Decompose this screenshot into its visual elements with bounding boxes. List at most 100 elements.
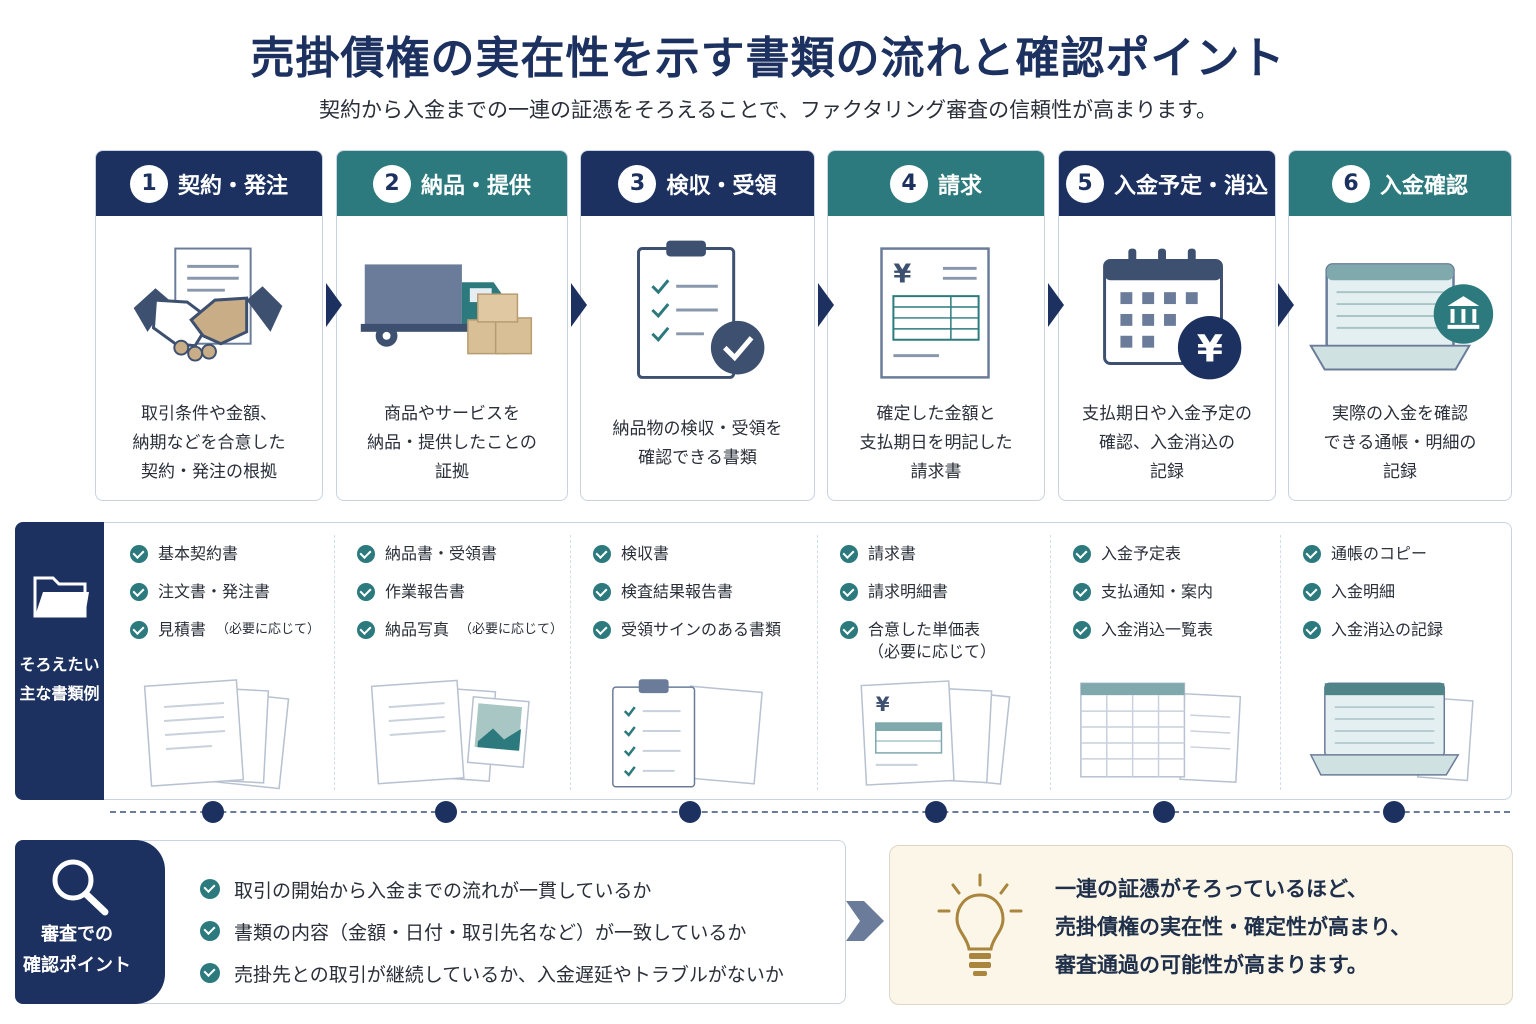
flow-arrow [1048, 283, 1064, 327]
step-label: 入金予定・消込 [1113, 173, 1268, 199]
step-card-billing: 4 請求 ¥ 確定した金額と 支払期日を明記した 請求書 [827, 150, 1045, 501]
passbook-bank-icon [1309, 263, 1494, 371]
step-description: 納品物の検収・受領を 確認できる書類 [612, 418, 783, 468]
check-icon [840, 621, 858, 639]
check-icon [357, 545, 375, 563]
list-item: 支払通知・案内 [1073, 581, 1213, 619]
step-number: 1 [129, 164, 168, 203]
document-list: 納品書・受領書 作業報告書 納品写真（必要に応じて） [357, 543, 563, 657]
check-icon [200, 921, 220, 941]
callout-text: 一連の証憑がそろっているほど、 売掛債権の実在性・確定性が高まり、 審査通過の可… [1055, 877, 1412, 977]
list-item: 基本契約書 [130, 543, 320, 581]
list-item: 検査結果報告書 [593, 581, 781, 619]
invoice-yen-icon: ¥ [880, 247, 990, 379]
timeline-dot [435, 801, 457, 823]
check-icon [200, 963, 220, 983]
timeline-dot [1383, 801, 1405, 823]
document-list: 通帳のコピー 入金明細 入金消込の記録 [1303, 543, 1443, 657]
handshake-contract-icon [133, 247, 283, 362]
clipboard-check-icon [637, 240, 765, 379]
list-item: 取引の開始から入金までの流れが一貫しているか [200, 868, 784, 910]
list-item: 通帳のコピー [1303, 543, 1443, 581]
passbook-icon [1309, 682, 1474, 782]
list-item: 納品書・受領書 [357, 543, 563, 581]
check-icon [357, 583, 375, 601]
folder-icon [33, 576, 89, 618]
list-item: 入金消込の記録 [1303, 619, 1443, 657]
check-icon [593, 545, 611, 563]
step-label: 入金確認 [1379, 173, 1468, 199]
check-icon [1303, 621, 1321, 639]
timeline-dot [679, 801, 701, 823]
step-number: 6 [1331, 164, 1370, 203]
documents-column-payment-confirmation: 通帳のコピー 入金明細 入金消込の記録 [1280, 535, 1512, 790]
step-header: 6 入金確認 [1289, 151, 1511, 216]
check-icon [593, 621, 611, 639]
invoice-document-icon: ¥ [860, 680, 1011, 786]
step-header: 1 契約・発注 [96, 151, 322, 216]
step-card-inspection: 3 検収・受領 納品物の検収・受領を 確認できる書類 [580, 150, 815, 501]
step-number: 4 [889, 164, 928, 203]
schedule-table-icon [1080, 682, 1242, 783]
step-card-payment-schedule: 5 入金予定・消込 ¥ 支払期日や入金予定の 確認、入金消込の 記録 [1058, 150, 1276, 501]
svg-text:¥: ¥ [893, 259, 911, 289]
list-item: 入金消込一覧表 [1073, 619, 1213, 657]
document-list: 入金予定表 支払通知・案内 入金消込一覧表 [1073, 543, 1213, 657]
list-item: 合意した単価表 （必要に応じて） [840, 619, 996, 669]
timeline-line [110, 811, 1510, 813]
documents-label-block: そろえたい 主な書類例 [15, 522, 104, 800]
step-description: 取引条件や金額、 納期などを合意した 契約・発注の根拠 [132, 404, 286, 482]
list-item: 請求書 [840, 543, 996, 581]
document-photo-icon [370, 679, 530, 785]
step-description: 支払期日や入金予定の 確認、入金消込の 記録 [1082, 404, 1252, 482]
page-subtitle: 契約から入金までの一連の証憑をそろえることで、ファクタリング審査の信頼性が高まり… [319, 98, 1217, 122]
timeline-dot [1153, 801, 1175, 823]
check-icon [130, 621, 148, 639]
step-card-delivery: 2 納品・提供 商品やサービスを 納品・提供したことの 証拠 [336, 150, 568, 501]
delivery-truck-icon [360, 264, 533, 355]
step-number: 2 [372, 164, 411, 203]
arrow-right-icon [846, 901, 884, 941]
list-item: 売掛先との取引が継続しているか、入金遅延やトラブルがないか [200, 952, 784, 994]
documents-column-delivery: 納品書・受領書 作業報告書 納品写真（必要に応じて） [334, 535, 570, 790]
magnifier-icon [52, 859, 109, 916]
flow-arrow [326, 283, 342, 327]
documents-column-billing: 請求書 請求明細書 合意した単価表 （必要に応じて） ¥ [817, 535, 1050, 790]
check-icon [1073, 583, 1091, 601]
documents-label: そろえたい 主な書類例 [19, 655, 100, 703]
summary-callout: 一連の証憑がそろっているほど、 売掛債権の実在性・確定性が高まり、 審査通過の可… [889, 845, 1513, 1005]
check-icon [593, 583, 611, 601]
list-item: 書類の内容（金額・日付・取引先名など）が一致しているか [200, 910, 784, 952]
review-label: 審査での 確認ポイント [23, 924, 131, 976]
step-number: 5 [1065, 164, 1104, 203]
step-label: 検収・受領 [666, 173, 777, 199]
step-label: 請求 [937, 173, 982, 199]
step-card-contract: 1 契約・発注 取引条件や金額、 納期などを合意した 契約・発注の根拠 [95, 150, 323, 501]
calendar-yen-icon: ¥ [1103, 248, 1242, 380]
document-stack-icon [143, 679, 290, 790]
check-icon [130, 583, 148, 601]
step-label: 契約・発注 [177, 173, 288, 199]
documents-column-inspection: 検収書 検査結果報告書 受領サインのある書類 [570, 535, 817, 790]
step-description: 商品やサービスを 納品・提供したことの 証拠 [367, 404, 537, 482]
document-list: 請求書 請求明細書 合意した単価表 （必要に応じて） [840, 543, 996, 669]
step-description: 確定した金額と 支払期日を明記した 請求書 [859, 404, 1013, 482]
clipboard-document-icon [612, 679, 763, 788]
documents-column-payment-schedule: 入金予定表 支払通知・案内 入金消込一覧表 [1050, 535, 1280, 790]
list-item: 注文書・発注書 [130, 581, 320, 619]
flow-arrow [818, 283, 834, 327]
document-list: 検収書 検査結果報告書 受領サインのある書類 [593, 543, 781, 657]
check-icon [1073, 621, 1091, 639]
list-item: 納品写真（必要に応じて） [357, 619, 563, 657]
check-icon [357, 621, 375, 639]
step-header: 5 入金予定・消込 [1059, 151, 1275, 216]
check-icon [130, 545, 148, 563]
list-item: 受領サインのある書類 [593, 619, 781, 657]
check-icon [840, 545, 858, 563]
step-header: 4 請求 [828, 151, 1044, 216]
step-header: 2 納品・提供 [337, 151, 567, 216]
list-item: 検収書 [593, 543, 781, 581]
step-label: 納品・提供 [420, 173, 531, 199]
timeline-dot [202, 801, 224, 823]
document-list: 基本契約書 注文書・発注書 見積書（必要に応じて） [130, 543, 320, 657]
